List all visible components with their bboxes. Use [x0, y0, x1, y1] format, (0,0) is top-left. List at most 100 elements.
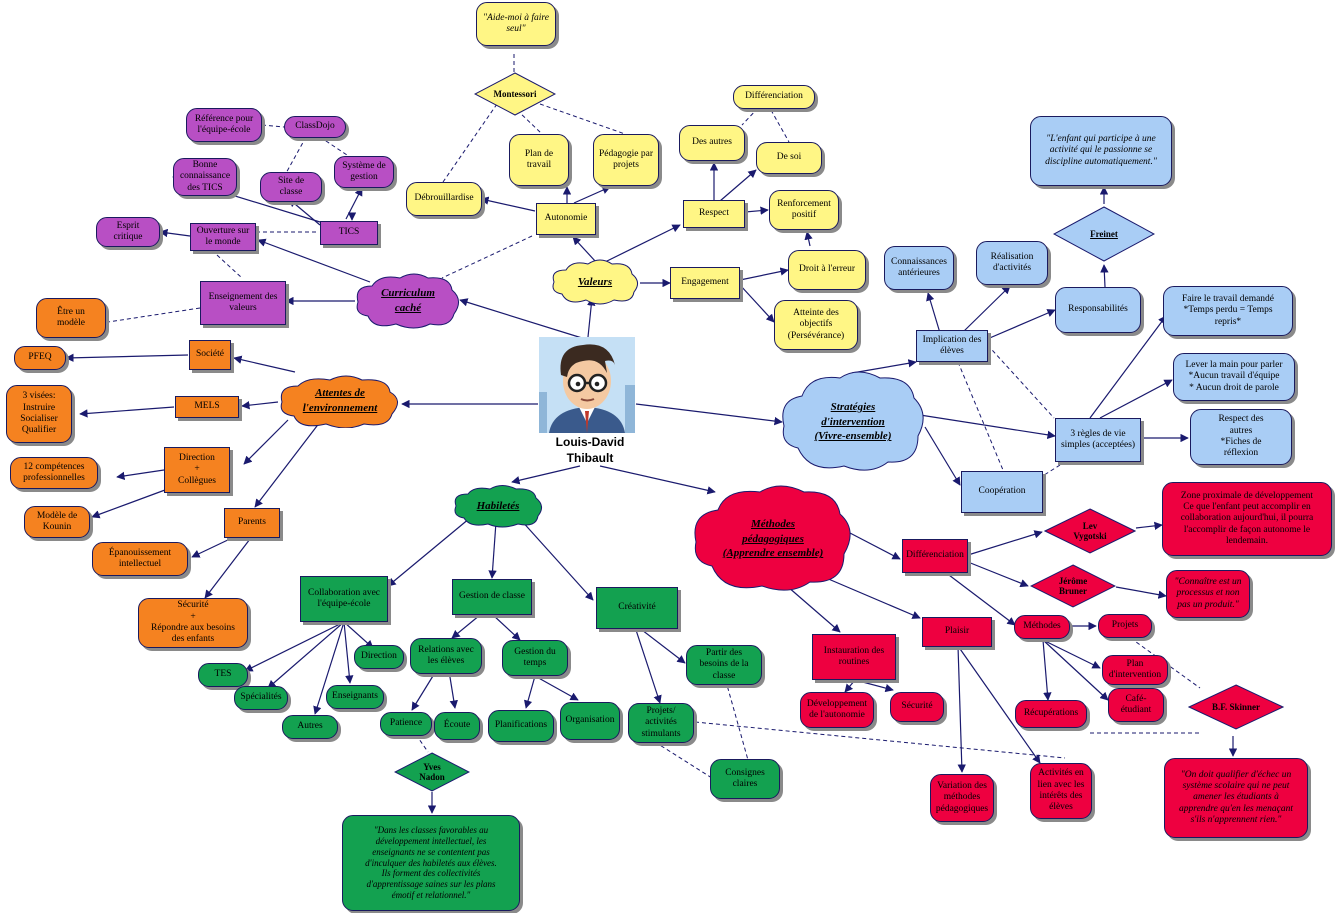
node-modele-kounin[interactable]: Modèle de Kounin [24, 506, 90, 538]
node-planifications[interactable]: Planifications [488, 710, 554, 742]
node-responsabilites[interactable]: Responsabilités [1055, 287, 1141, 333]
node-gestion-temps[interactable]: Gestion du temps [502, 640, 568, 676]
node-consignes-claires[interactable]: Consignes claires [710, 759, 780, 799]
node-cafe-etudiant[interactable]: Café- étudiant [1108, 688, 1164, 722]
node-plaisir[interactable]: Plaisir [922, 617, 992, 647]
node-debrouillardise[interactable]: Débrouillardise [406, 182, 482, 216]
cloud-label: Attentes de l'environnement [302, 387, 378, 414]
node-tes[interactable]: TES [198, 663, 248, 687]
node-12-competences[interactable]: 12 compétences professionnelles [10, 457, 98, 489]
node-engagement[interactable]: Engagement [670, 267, 740, 299]
quote-bruner: "Connaître est un processus et non pas u… [1166, 570, 1250, 618]
diamond-freinet[interactable]: Freinet [1053, 206, 1155, 262]
node-implication-eleves[interactable]: Implication des élèves [916, 330, 988, 362]
node-esprit-critique[interactable]: Esprit critique [96, 217, 160, 247]
cloud-label: Valeurs [577, 275, 613, 288]
node-reference-equipe[interactable]: Référence pour l'équipe-école [186, 108, 262, 142]
node-zone-proximale[interactable]: Zone proximale de développement Ce que l… [1162, 482, 1332, 556]
node-direction-collegues[interactable]: Direction + Collègues [164, 447, 230, 493]
node-autres[interactable]: Autres [282, 715, 338, 739]
cloud-label: Curriculum caché [381, 287, 435, 314]
cloud-shape [552, 259, 638, 305]
node-patience[interactable]: Patience [380, 712, 432, 736]
node-site-classe[interactable]: Site de classe [260, 172, 322, 202]
cloud-valeurs[interactable]: Valeurs [548, 258, 642, 306]
diamond-bf-skinner[interactable]: B.F. Skinner [1188, 684, 1284, 730]
node-plan-de-travail[interactable]: Plan de travail [509, 134, 569, 186]
node-pfeq[interactable]: PFEQ [14, 346, 66, 370]
cloud-shape [280, 375, 398, 428]
node-enseignement-valeurs[interactable]: Enseignement des valeurs [200, 281, 286, 325]
diamond-shape [1188, 684, 1284, 730]
node-respect-autres[interactable]: Respect des autres *Fiches de réflexion [1190, 409, 1292, 465]
node-instauration-routines[interactable]: Instauration des routines [812, 634, 896, 680]
node-droit-erreur[interactable]: Droit à l'erreur [788, 250, 866, 290]
node-developpement-autonomie[interactable]: Développement de l'autonomie [800, 692, 874, 728]
node-cooperation[interactable]: Coopération [961, 471, 1043, 513]
node-connaissances-anterieures[interactable]: Connaissances antérieures [884, 246, 954, 290]
node-lever-main[interactable]: Lever la main pour parler *Aucun travail… [1173, 353, 1295, 401]
node-des-autres[interactable]: Des autres [679, 125, 745, 161]
node-securite-besoins[interactable]: Sécurité + Répondre aux besoins des enfa… [138, 598, 248, 648]
node-projets-activites[interactable]: Projets/ activités stimulants [628, 703, 694, 743]
diamond-label: Yves Nadon [419, 761, 445, 782]
node-parents[interactable]: Parents [224, 508, 280, 538]
node-variation-methodes[interactable]: Variation des méthodes pédagogiques [930, 774, 994, 822]
node-partir-besoins[interactable]: Partir des besoins de la classe [686, 645, 762, 685]
node-enseignants[interactable]: Enseignants [326, 685, 384, 709]
node-3-regles[interactable]: 3 règles de vie simples (acceptées) [1055, 418, 1141, 462]
node-systeme-gestion[interactable]: Système de gestion [334, 156, 394, 188]
node-autonomie[interactable]: Autonomie [536, 203, 596, 235]
node-respect[interactable]: Respect [683, 200, 745, 228]
node-collaboration-equipe[interactable]: Collaboration avec l'équipe-école [300, 576, 388, 622]
quote-montessori: "Aide-moi à faire seul" [476, 2, 556, 46]
cloud-shape [356, 273, 459, 329]
node-ecoute[interactable]: Écoute [434, 712, 480, 740]
quote-freinet: "L'enfant qui participe à une activité q… [1030, 116, 1172, 186]
node-societe[interactable]: Société [189, 340, 231, 370]
node-recuperations[interactable]: Récupérations [1015, 700, 1087, 728]
node-tics[interactable]: TICS [320, 221, 378, 245]
node-3-visees[interactable]: 3 visées: Instruire Socialiser Qualifier [6, 385, 72, 443]
node-activites-interets[interactable]: Activités en lien avec les intérêts des … [1030, 763, 1092, 819]
center-name: Louis-David Thibault [555, 435, 625, 465]
node-organisation[interactable]: Organisation [560, 702, 620, 740]
cloud-methodes[interactable]: Méthodes pédagogiques (Apprendre ensembl… [690, 484, 856, 594]
node-epanouissement[interactable]: Épanouissement intellectuel [92, 542, 188, 576]
cloud-attentes[interactable]: Attentes de l'environnement [276, 374, 404, 428]
node-relations-eleves[interactable]: Relations avec les élèves [410, 638, 482, 674]
node-classdojo[interactable]: ClassDojo [284, 116, 346, 138]
node-ouverture-monde[interactable]: Ouverture sur le monde [190, 223, 256, 251]
node-faire-travail[interactable]: Faire le travail demandé *Temps perdu = … [1163, 286, 1293, 336]
node-gestion-classe[interactable]: Gestion de classe [452, 579, 532, 615]
cloud-curriculum-cache[interactable]: Curriculum caché [352, 272, 464, 330]
node-direction-green[interactable]: Direction [354, 645, 404, 669]
node-etre-modele[interactable]: Être un modèle [36, 298, 106, 338]
node-renforcement[interactable]: Renforcement positif [769, 190, 839, 230]
node-pedagogie-projets[interactable]: Pédagogie par projets [593, 134, 659, 186]
diamond-lev-vygotski[interactable]: Lev Vygotski [1044, 508, 1136, 554]
node-differenciation-red[interactable]: Différenciation [902, 539, 968, 573]
node-bonne-connaissance[interactable]: Bonne connaissance des TICS [173, 158, 237, 196]
node-projets-red[interactable]: Projets [1098, 614, 1152, 638]
node-atteinte-objectifs[interactable]: Atteinte des objectifs (Persévérance) [774, 300, 858, 350]
diamond-label: Lev Vygotski [1073, 520, 1107, 541]
node-methodes[interactable]: Méthodes [1014, 615, 1070, 639]
node-realisation-activites[interactable]: Réalisation d'activités [976, 241, 1048, 285]
diamond-shape [1044, 508, 1136, 554]
avatar [539, 337, 635, 433]
diamond-yves-nadon[interactable]: Yves Nadon [394, 752, 470, 792]
node-differenciation-yellow[interactable]: Différenciation [733, 85, 815, 109]
node-plan-intervention[interactable]: Plan d'intervention [1102, 655, 1168, 685]
diamond-label: Freinet [1090, 228, 1118, 239]
node-creativite[interactable]: Créativité [596, 587, 678, 629]
diamond-montessori[interactable]: Montessori [474, 72, 556, 116]
cloud-strategies[interactable]: Stratégies d'intervention (Vivre-ensembl… [778, 370, 928, 474]
node-mels[interactable]: MELS [175, 396, 239, 418]
cloud-habiletes[interactable]: Habiletés [450, 484, 546, 528]
node-securite-red[interactable]: Sécurité [890, 692, 944, 722]
node-specialites[interactable]: Spécialités [234, 686, 288, 710]
node-de-soi[interactable]: De soi [756, 142, 822, 174]
diamond-jerome-bruner[interactable]: Jérôme Bruner [1030, 564, 1116, 608]
cloud-label: Stratégies d'intervention (Vivre-ensembl… [814, 400, 892, 443]
